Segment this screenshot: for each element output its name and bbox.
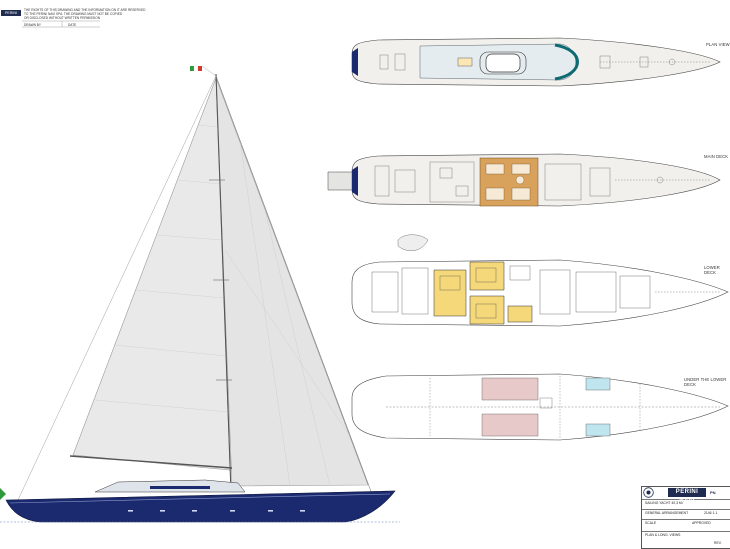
label-plan-view: PLAN VIEW xyxy=(706,42,730,47)
company-logo: PERINI NAVI xyxy=(668,488,706,504)
header-date-label: DATE xyxy=(68,23,77,27)
mast xyxy=(215,73,232,493)
company-short: PN xyxy=(710,490,716,495)
sheerline xyxy=(9,493,391,504)
owner-cabin xyxy=(469,261,505,291)
company-seal-icon xyxy=(643,487,654,498)
header-rules xyxy=(22,20,100,28)
title-block-sheet-title: PLAN & LONG. VIEWS xyxy=(645,533,681,537)
title-block-revision-label: REV. xyxy=(714,541,722,545)
stern-platform-main xyxy=(352,166,358,196)
title-block-drawing-title: GENERAL ARRANGEMENT xyxy=(645,511,689,515)
header-badge: PERINI NAVI xyxy=(1,10,21,21)
water-tank-stbd xyxy=(585,423,611,437)
label-under-lower-deck: UNDER THE LOWER DECK xyxy=(684,377,727,387)
skylight xyxy=(457,57,473,67)
title-block-scale-label: SCALE xyxy=(645,521,657,525)
under-lower-deck xyxy=(351,373,729,441)
masthead-flag xyxy=(190,65,217,77)
header-drawn-label: DRAWN BY xyxy=(24,23,42,27)
portholes xyxy=(128,510,305,512)
label-lower-deck: LOWER DECK xyxy=(704,265,720,275)
genoa-sail xyxy=(215,77,369,487)
title-block-approved-label: APPROVED xyxy=(692,521,711,525)
stern-platform xyxy=(352,48,358,76)
header-note-line2: TO THE PERINI NAVI SPA. THE DRAWING MUST… xyxy=(24,12,123,16)
title-block-project: SAILING YACHT 40,3 MT xyxy=(645,501,684,505)
label-main-deck: MAIN DECK xyxy=(704,154,729,159)
fuel-tank-stbd xyxy=(481,413,539,437)
plan-view-deck-fittings xyxy=(379,53,710,71)
sail-seams xyxy=(94,124,351,487)
guest-cabin-fwd xyxy=(507,305,533,323)
forestay xyxy=(215,75,373,495)
vip-cabin xyxy=(469,295,505,325)
hardtop-edge xyxy=(554,43,579,81)
plan-view xyxy=(351,37,721,87)
mainsail xyxy=(72,77,231,471)
under-lower-deck-lines xyxy=(386,376,720,438)
tender-garage xyxy=(327,171,353,191)
crew-stair xyxy=(397,234,429,251)
cockpit-table xyxy=(485,53,521,73)
fuel-tank-port xyxy=(481,377,539,401)
main-deck-interior xyxy=(374,161,710,203)
guest-cabin-aft xyxy=(433,269,467,317)
saloon-furniture xyxy=(485,163,531,201)
main-deck xyxy=(327,153,721,207)
stern-flag xyxy=(0,488,6,500)
spreaders xyxy=(209,179,232,381)
deckhouse-windows xyxy=(150,486,210,489)
lower-deck-interior xyxy=(371,265,720,319)
yacht-hull xyxy=(5,490,396,523)
water-tank-port xyxy=(585,377,611,391)
backstay xyxy=(17,75,217,501)
cockpit-settee xyxy=(479,51,527,75)
lower-deck xyxy=(351,234,729,327)
title-block-drawing-no: 2146 1.1 xyxy=(704,511,718,515)
header-note-line3: OR DISCLOSED WITHOUT WRITTEN PERMISSION xyxy=(24,16,101,20)
header-note-line1: THE RIGHTS OF THIS DRAWING AND THE INFOR… xyxy=(24,8,146,12)
boom xyxy=(69,455,233,469)
